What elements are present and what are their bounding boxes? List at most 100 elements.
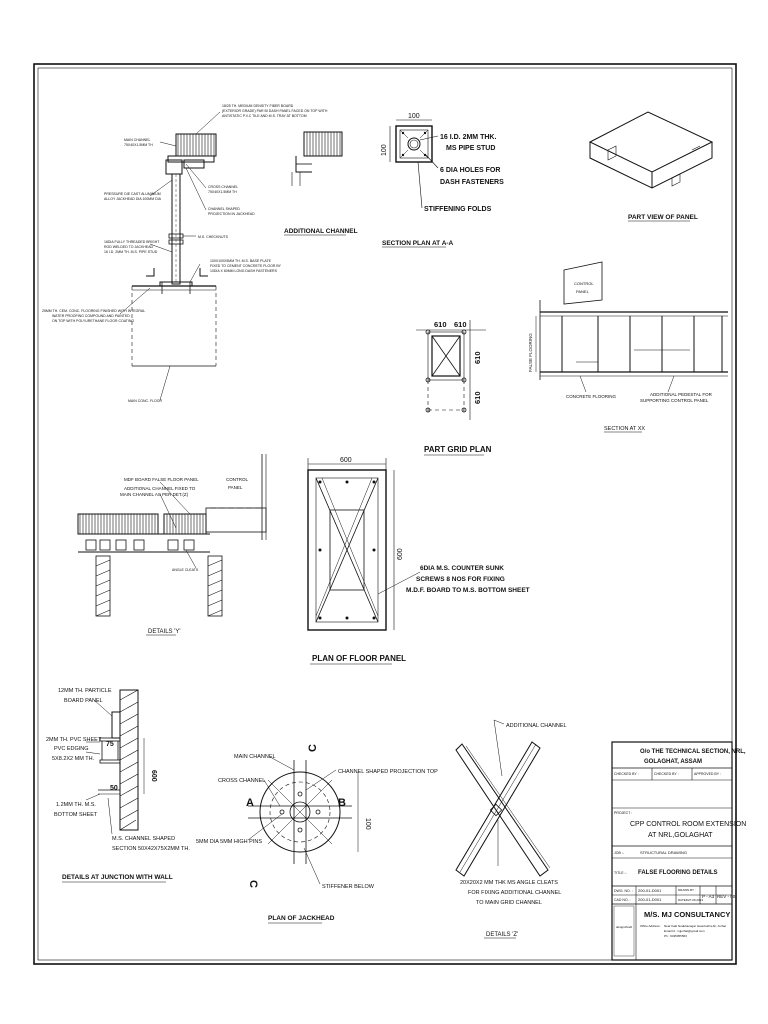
tb-owner: O/o THE TECHNICAL SECTION, NRL,: [640, 749, 746, 755]
label-particle-board: 12MM TH. PARTICLE: [58, 688, 112, 694]
tb-checked: CHECKED BY :: [614, 772, 639, 776]
dim-junction-600: 600: [150, 770, 157, 782]
tb-dwg-label: DWG. NO. :: [614, 889, 633, 893]
tb-rev: REV - 00: [717, 894, 736, 899]
tb-office: Near Kaki Noakhanagar Gaonburha Ali, Jor…: [664, 924, 726, 928]
tb-dwg-no: 200-01-D001: [638, 888, 662, 893]
label-stiffening-folds: STIFFENING FOLDS: [424, 206, 492, 213]
label-main-channel-2: 75X40X1.5MM TH: [124, 143, 153, 147]
label-jh-pins: 5MM DIA 5MM HIGH PINS: [196, 839, 262, 845]
mark-c-lower: C: [247, 880, 259, 888]
label-additional-fixed-2: MAIN CHANNEL AS PER DET.(Z): [120, 492, 189, 497]
dim-aa-left: 100: [381, 144, 388, 156]
label-pvc-edging: PVC EDGING: [54, 746, 89, 752]
label-cross-channel-2: 75X40X1.5MM TH: [208, 190, 237, 194]
label-jh-main-channel: MAIN CHANNEL: [234, 754, 276, 760]
tb-consultancy: M/S. MJ CONSULTANCY: [644, 910, 730, 919]
details-z-view: ADDITIONAL CHANNEL 20X20X2 MM THK MS ANG…: [455, 719, 567, 939]
mark-c: C: [307, 744, 319, 752]
dim-grid-right-2: 610: [473, 391, 482, 404]
title-additional-channel: ADDITIONAL CHANNEL: [284, 228, 358, 235]
title-details-junction: DETAILS AT JUNCTION WITH WALL: [62, 874, 173, 881]
label-z-cleats: 20X20X2 MM THK MS ANGLE CLEATS: [460, 880, 558, 886]
label-jh-projection: CHANNEL SHAPED PROJECTION TOP: [338, 769, 438, 775]
label-conc-flooring-2: WATER PROOFING COMPOUND AND PAINTED: [52, 314, 130, 318]
label-jh-cross-channel: CROSS CHANNEL: [218, 778, 265, 784]
label-thread-rod-3: 16 I.D. 2MM TH. M.S. PIPE STUD: [104, 250, 158, 254]
label-mdf-board-2: (EXTERIOR GRADE) PAR BI DASH PANEL FACED…: [222, 109, 328, 113]
tb-owner-2: GOLAGHAT, ASSAM: [644, 759, 702, 765]
dim-panel-right: 600: [397, 548, 404, 560]
label-z-cleats-2: FOR FIXING ADDITIONAL CHANNEL: [468, 890, 561, 896]
title-details-y: DETAILS 'Y': [148, 629, 181, 635]
tb-email: Email Id : mjjorhat@gmail.com: [664, 929, 705, 933]
dim-junction-75: 75: [106, 741, 114, 748]
additional-channel-view: ADDITIONAL CHANNEL: [284, 131, 358, 236]
label-mdf-board: 18/25 TH. MEDIUM DENSITY FIBER BOARD: [222, 104, 294, 108]
tb-size: P - A3: [702, 894, 715, 899]
label-bottom-sheet: 1.2MM TH. M.S.: [56, 802, 96, 808]
label-y-control-panel-2: PANEL: [228, 485, 243, 490]
section-xx-view: CONTROL PANEL FALSE FLOORING CONCRETE FL…: [528, 261, 728, 433]
label-pressure-die-2: ALLOY JACKHEAD DIA 100MM DIA: [104, 197, 162, 201]
label-thread-rod: 16DIA FULLY THREADED BRIGHT: [104, 240, 160, 244]
tb-title: FALSE FLOORING DETAILS: [638, 870, 718, 876]
dim-jackhead-100: 100: [364, 818, 371, 830]
mark-a: A: [246, 797, 254, 809]
label-ms-channel-section: M.S. CHANNEL SHAPED: [112, 836, 175, 842]
label-cross-channel: CROSS CHANNEL: [208, 185, 238, 189]
label-base-plate-2: FIXED TO CEMENT CONCRETE FLOOR BY: [210, 264, 282, 268]
tb-approved: APPROVED BY :: [694, 772, 721, 776]
label-dash-holes: 6 DIA HOLES FOR: [440, 167, 500, 174]
label-pedestal: ADDITIONAL PEDESTAL FOR: [650, 392, 713, 397]
tb-drawn-label: DRAWN BY :: [678, 888, 696, 892]
label-conc-flooring-3: ON TOP WITH POLYURETHANE FLOOR COATING: [52, 319, 134, 323]
label-checknuts: M.S. CHECKNUTS: [198, 235, 229, 239]
dim-grid-top-1: 610: [434, 320, 447, 329]
tb-dated: 27.09.2013: [688, 898, 703, 902]
label-counter-sunk: 6DIA M.S. COUNTER SUNK: [420, 565, 504, 572]
label-concrete-flooring: CONCRETE FLOORING: [566, 394, 617, 399]
title-plan-jackhead: PLAN OF JACKHEAD: [268, 915, 335, 922]
part-view-panel: PART VIEW OF PANEL: [588, 111, 714, 222]
title-part-grid-plan: PART GRID PLAN: [424, 445, 492, 454]
pedestal-section-view: 18/25 TH. MEDIUM DENSITY FIBER BOARD (EX…: [42, 104, 328, 403]
label-ms-channel-section-2: SECTION 50X42X75X2MM TH.: [112, 846, 190, 852]
label-bottom-sheet-2: BOTTOM SHEET: [54, 812, 98, 818]
part-grid-plan-view: 610 610 610 610 PART GRID PLAN: [416, 320, 492, 456]
dim-panel-top: 600: [340, 457, 352, 464]
tb-project-2: AT NRL,GOLAGHAT: [648, 832, 713, 839]
label-dash-holes-2: DASH FASTENERS: [440, 179, 504, 186]
plan-jackhead-view: 100 C C A B MAIN CHANNEL CROSS CHANNEL 5…: [196, 744, 438, 924]
label-z-cleats-3: TO MAIN GRID CHANNEL: [476, 900, 542, 906]
label-base-plate: 100X100X5MM TH. M.S. BASE PLATE: [210, 259, 272, 263]
label-mdf-false-floor: MDF BOARD FALSE FLOOR PANEL: [124, 477, 199, 482]
label-counter-sunk-2: SCREWS 8 NOS FOR FIXING: [416, 576, 505, 583]
tb-cad-no: 200-01-D001: [638, 897, 662, 902]
tb-dated-label: DATED :: [678, 898, 690, 902]
tb-checked-2: CHECKED BY :: [654, 772, 679, 776]
label-control-panel-2: PANEL: [576, 289, 590, 294]
label-thread-rod-2: ROD WELDED TO JACKHEAD: [104, 245, 154, 249]
title-plan-floor-panel: PLAN OF FLOOR PANEL: [312, 654, 406, 663]
tb-job: STRUCTURAL DRAWING: [640, 850, 687, 855]
label-pressure-die: PRESSURE DIE CAST ALUMINIUM: [104, 192, 161, 196]
tb-title-label: TITLE :-: [614, 871, 627, 875]
inner-border: [37, 67, 733, 961]
label-control-panel: CONTROL: [574, 281, 594, 286]
mark-b: B: [338, 797, 346, 809]
title-part-view-panel: PART VIEW OF PANEL: [628, 214, 698, 221]
label-pvc-sheet: 2MM TH. PVC SHEET: [46, 737, 102, 743]
label-jh-stiffener: STIFFENER BELOW: [322, 884, 375, 890]
tb-logo: design/build: [616, 925, 632, 929]
tb-project: CPP CONTROL ROOM EXTENSION: [630, 821, 746, 828]
tb-cad-label: CAD NO. :: [614, 898, 631, 902]
dim-aa-top: 100: [408, 113, 420, 120]
label-channel-shaped: CHANNEL SHAPED: [208, 207, 240, 211]
dim-grid-top-2: 610: [454, 320, 467, 329]
label-angle-cleats: ANGLE CLEATS: [172, 568, 199, 572]
label-main-channel: MAIN CHANNEL: [124, 138, 151, 142]
title-section-plan-aa: SECTION PLAN AT A-A: [382, 240, 454, 247]
label-conc-flooring: 25MM TH. CEM. CONC. FLOORING FINISHED WI…: [42, 309, 145, 313]
label-main-conc-floor: MAIN CONC. FLOOR: [128, 399, 163, 403]
